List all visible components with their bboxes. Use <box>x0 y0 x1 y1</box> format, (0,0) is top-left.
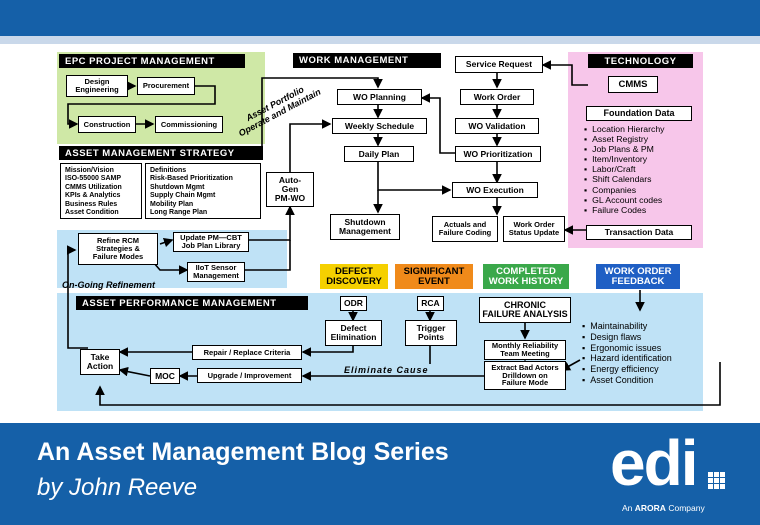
foundation-item: GL Account codes <box>584 195 665 205</box>
update-pm-box: Update PM—CBT Job Plan Library <box>173 232 249 252</box>
foundation-data-list: Location Hierarchy Asset Registry Job Pl… <box>584 124 665 215</box>
work-order-box: Work Order <box>460 89 534 105</box>
completed-work-history-tag: COMPLETED WORK HISTORY <box>483 264 569 289</box>
ams-left-item: Mission/Vision <box>65 167 114 174</box>
actuals-failure-coding-box: Actuals and Failure Coding <box>432 216 498 242</box>
wo-execution-box: WO Execution <box>452 182 538 198</box>
ams-left-item: CMMS Utilization <box>65 183 122 191</box>
moc-box: MOC <box>150 368 180 384</box>
procurement-box: Procurement <box>137 77 195 95</box>
repair-replace-box: Repair / Replace Criteria <box>192 345 302 360</box>
feedback-list: Maintainability Design flaws Ergonomic i… <box>582 321 672 386</box>
apm-header: ASSET PERFORMANCE MANAGEMENT <box>76 296 308 310</box>
foundation-item: Job Plans & PM <box>584 144 665 154</box>
extract-bad-actors-box: Extract Bad Actors Drilldown on Failure … <box>484 361 566 390</box>
logo-grid-icon <box>708 472 725 489</box>
ams-right-item: Risk-Based Prioritization <box>150 175 233 183</box>
feedback-item: Maintainability <box>582 321 672 332</box>
significant-event-tag: SIGNIFICANT EVENT <box>395 264 473 289</box>
feedback-item: Design flaws <box>582 332 672 343</box>
epc-header: EPC PROJECT MANAGEMENT <box>59 54 245 68</box>
foundation-item: Shift Calendars <box>584 174 665 184</box>
refine-rcm-box: Refine RCM Strategies & Failure Modes <box>78 233 158 265</box>
ams-right-item: Supply Chain Mgmt <box>150 192 216 200</box>
foundation-item: Labor/Craft <box>584 164 665 174</box>
footer-banner <box>0 423 760 525</box>
transaction-data-box: Transaction Data <box>586 225 692 240</box>
foundation-item: Failure Codes <box>584 205 665 215</box>
ams-left-item: KPIs & Analytics <box>65 192 121 200</box>
foundation-item: Asset Registry <box>584 134 665 144</box>
monthly-reliability-box: Monthly Reliability Team Meeting <box>484 340 566 360</box>
ams-left-list: Mission/Vision ISO-55000 SAMP CMMS Utili… <box>60 163 142 219</box>
feedback-item: Energy efficiency <box>582 364 672 375</box>
ams-left-item: Asset Condition <box>65 208 119 216</box>
company-tagline: An ARORA Company <box>622 503 705 513</box>
commissioning-box: Commissioning <box>155 116 223 133</box>
ams-right-item: Mobility Plan <box>150 200 194 208</box>
chronic-failure-analysis-box: CHRONIC FAILURE ANALYSIS <box>479 297 571 323</box>
ams-left-item: ISO-55000 SAMP <box>65 175 122 183</box>
foundation-item: Companies <box>584 185 665 195</box>
shutdown-management-box: Shutdown Management <box>330 214 400 240</box>
feedback-item: Hazard identification <box>582 353 672 364</box>
foundation-item: Location Hierarchy <box>584 124 664 134</box>
wo-validation-box: WO Validation <box>455 118 539 134</box>
odr-box: ODR <box>340 296 367 311</box>
trigger-points-box: Trigger Points <box>405 320 457 346</box>
author-subtitle: by John Reeve <box>37 474 198 501</box>
daily-plan-box: Daily Plan <box>344 146 414 162</box>
wm-header: WORK MANAGEMENT <box>293 53 441 68</box>
ams-right-item: Definitions <box>150 167 187 174</box>
weekly-schedule-box: Weekly Schedule <box>332 118 427 134</box>
top-banner <box>0 0 760 36</box>
blog-series-title: An Asset Management Blog Series <box>37 438 449 466</box>
ams-right-item: Shutdown Mgmt <box>150 183 205 191</box>
ams-right-item: Long Range Plan <box>150 208 208 216</box>
cmms-box: CMMS <box>608 76 658 93</box>
tagline-prefix: An <box>622 503 633 513</box>
iiot-sensor-box: IIoT Sensor Management <box>187 262 245 282</box>
wo-planning-box: WO Planning <box>337 89 422 105</box>
design-engineering-box: Design Engineering <box>66 75 128 97</box>
construction-box: Construction <box>78 116 136 133</box>
auto-gen-pm-wo-box: Auto- Gen PM-WO <box>266 172 314 207</box>
feedback-item: Asset Condition <box>582 375 672 386</box>
ams-header: ASSET MANAGEMENT STRATEGY <box>59 146 263 160</box>
ongoing-refinement-label: On-Going Refinement <box>62 280 155 290</box>
rca-box: RCA <box>417 296 444 311</box>
foundation-item: Item/Inventory <box>584 154 665 164</box>
edi-logo-text: edi <box>610 427 698 499</box>
service-request-box: Service Request <box>455 56 543 73</box>
eliminate-cause-label: Eliminate Cause <box>344 365 429 375</box>
wo-status-update-box: Work Order Status Update <box>503 216 565 242</box>
wo-prioritization-box: WO Prioritization <box>455 146 541 162</box>
upgrade-improvement-box: Upgrade / Improvement <box>197 368 302 383</box>
feedback-item: Ergonomic issues <box>582 343 672 354</box>
tagline-brand: ARORA <box>634 503 666 513</box>
ams-right-list: Definitions Risk-Based Prioritization Sh… <box>145 163 261 219</box>
ams-left-item: Business Rules <box>65 200 118 208</box>
technology-header: TECHNOLOGY <box>588 54 693 68</box>
take-action-box: Take Action <box>80 349 120 375</box>
work-order-feedback-tag: WORK ORDER FEEDBACK <box>596 264 680 289</box>
defect-discovery-tag: DEFECT DISCOVERY <box>320 264 388 289</box>
foundation-data-box: Foundation Data <box>586 106 692 121</box>
top-banner-fade <box>0 36 760 44</box>
edi-logo: edi <box>610 427 730 500</box>
tagline-suffix: Company <box>668 503 705 513</box>
defect-elimination-box: Defect Elimination <box>325 320 382 346</box>
